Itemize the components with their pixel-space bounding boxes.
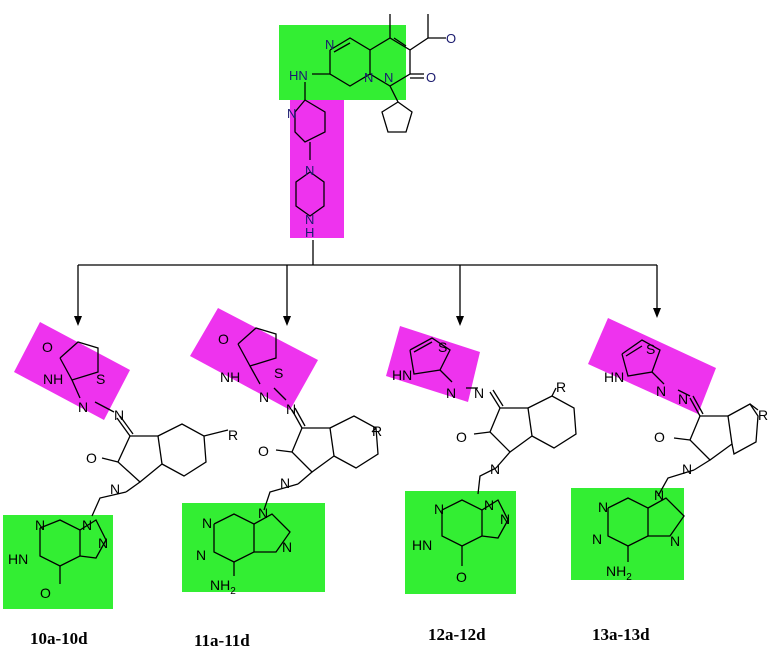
atom-n: N: [305, 212, 314, 227]
atom-s: S: [438, 339, 447, 355]
compound-label-11: 11a-11d: [194, 631, 250, 650]
atom-s: S: [646, 341, 655, 357]
atom-n: N: [35, 517, 45, 533]
atom-n: N: [598, 499, 608, 515]
atom-n: N: [202, 515, 212, 531]
atom-o: O: [456, 429, 467, 445]
hinge-highlight: [386, 326, 480, 402]
atom-hn: HN: [392, 367, 412, 383]
arrowhead: [456, 316, 464, 326]
atom-r: R: [228, 427, 238, 443]
product-10: O NH S N N R O N N N N HN O: [3, 322, 238, 609]
atom-n: N: [364, 70, 373, 85]
scaffold-highlight: [571, 488, 684, 580]
atom-n: N: [78, 399, 88, 415]
atom-n: N: [98, 535, 108, 551]
arrowhead: [283, 316, 291, 326]
atom-hn: HN: [8, 551, 28, 567]
atom-r: R: [758, 407, 768, 423]
product-13: S HN N N R O N N N N N NH2: [571, 318, 768, 583]
atom-n: N: [258, 505, 268, 521]
atom-n: N: [500, 511, 510, 527]
product-12: S HN N N R O N N N N HN O: [386, 326, 577, 594]
hinge-highlight: [290, 100, 344, 238]
atom-o: O: [426, 70, 436, 85]
atom-n: N: [82, 517, 92, 533]
atom-n: N: [656, 383, 666, 399]
atom-o: O: [456, 569, 467, 585]
atom-n: N: [592, 531, 602, 547]
atom-o: O: [42, 339, 53, 355]
atom-n: N: [484, 497, 494, 513]
atom-o: O: [446, 31, 456, 46]
compound-label-13: 13a-13d: [592, 625, 650, 644]
atom-n: N: [670, 533, 680, 549]
compound-label-12: 12a-12d: [428, 625, 486, 644]
atom-n: N: [446, 385, 456, 401]
atom-n: N: [259, 389, 269, 405]
atom-r: R: [372, 423, 382, 439]
atom-n: N: [434, 501, 444, 517]
atom-n: N: [114, 407, 124, 423]
atom-o: O: [86, 450, 97, 466]
subscript-digit: 2: [626, 572, 632, 583]
atom-n: N: [384, 70, 393, 85]
atom-s: S: [274, 365, 283, 381]
arrowhead: [653, 308, 661, 318]
atom-nh: NH: [43, 371, 63, 387]
hinge-highlight: [14, 322, 130, 420]
compound-label-10: 10a-10d: [30, 629, 88, 648]
hinge-highlight: [588, 318, 716, 414]
atom-n: N: [110, 481, 120, 497]
atom-s: S: [96, 371, 105, 387]
atom-n: N: [654, 487, 664, 503]
scaffold-highlight: [3, 515, 113, 609]
scaffold-highlight: [405, 491, 516, 594]
parent-compound: N N N HN O O N N N H: [279, 14, 456, 240]
atom-hn: HN: [604, 369, 624, 385]
branch-arrows: [74, 240, 661, 326]
atom-h: H: [305, 225, 314, 240]
atom-n: N: [490, 461, 500, 477]
atom-n: N: [287, 106, 296, 121]
atom-nh2: NH2: [606, 563, 632, 583]
atom-nh: NH: [220, 369, 240, 385]
subscript-digit: 2: [230, 586, 236, 597]
atom-o: O: [258, 443, 269, 459]
atom-n: N: [286, 401, 296, 417]
scaffold-highlight: [279, 25, 406, 100]
atom-hn: HN: [412, 537, 432, 553]
atom-n: N: [282, 539, 292, 555]
atom-o: O: [218, 331, 229, 347]
atom-n: N: [682, 461, 692, 477]
atom-hn: HN: [289, 68, 308, 83]
atom-o: O: [40, 585, 51, 601]
atom-n: N: [305, 163, 314, 178]
atom-n: N: [196, 547, 206, 563]
atom-r: R: [556, 379, 566, 395]
atom-n: N: [678, 391, 688, 407]
atom-nh2: NH2: [210, 577, 236, 597]
hinge-highlight: [190, 308, 318, 410]
arrowhead: [74, 316, 82, 326]
product-11: O NH S N N R O N N N N N NH2: [182, 308, 382, 597]
atom-n: N: [325, 37, 334, 52]
atom-o: O: [654, 429, 665, 445]
atom-n: N: [280, 475, 290, 491]
atom-n: N: [474, 385, 484, 401]
